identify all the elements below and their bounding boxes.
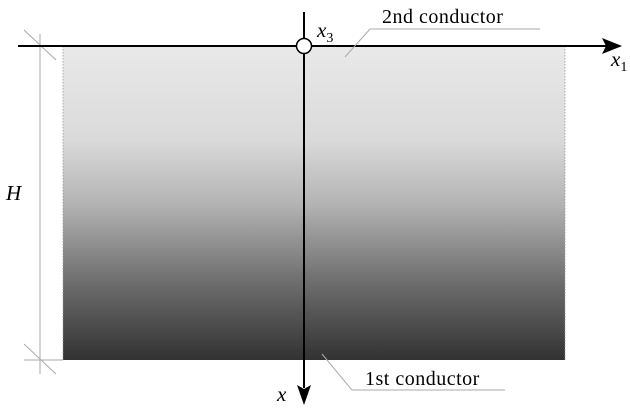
label-top-layer: 2nd conductor [382, 6, 503, 28]
gradient-layer [63, 46, 565, 360]
label-axis-normal: x3 [316, 18, 333, 46]
label-axis-vertical: x [276, 382, 287, 406]
dimension-tick-bottom [23, 343, 57, 375]
axis-x1-arrowhead [602, 38, 622, 54]
axis-x-arrowhead [297, 385, 311, 405]
leader-bottom-layer [321, 353, 505, 391]
label-thickness-h: H [5, 181, 23, 205]
label-bottom-layer: 1st conductor [365, 368, 480, 390]
leader-top-layer [344, 28, 540, 58]
axis-x3-origin-marker [295, 37, 313, 55]
label-axis-horizontal: x1 [610, 47, 627, 75]
